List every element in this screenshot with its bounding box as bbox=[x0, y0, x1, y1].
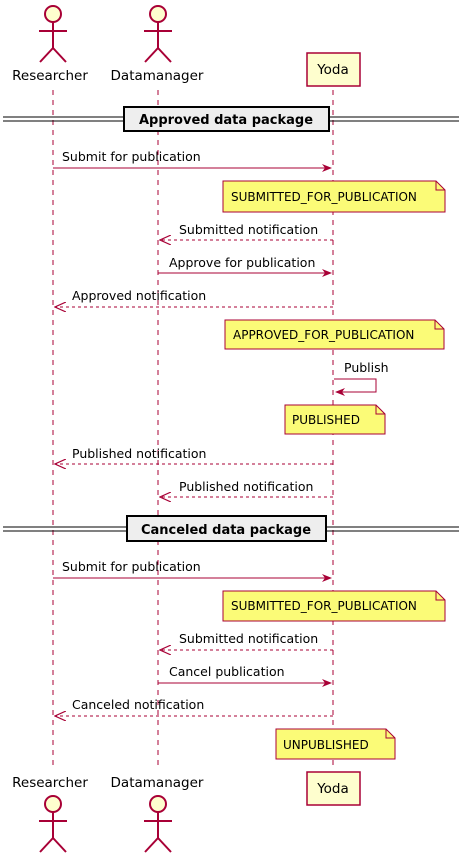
note-submitted-2 bbox=[222, 590, 446, 622]
actor-researcher-top bbox=[39, 5, 67, 63]
message-label-cancel: Cancel publication bbox=[169, 664, 285, 679]
note-submitted-1 bbox=[222, 180, 446, 213]
researcher-label-bottom: Researcher bbox=[12, 775, 88, 791]
researcher-label-top: Researcher bbox=[12, 68, 88, 84]
message-label-published-notification-2: Published notification bbox=[179, 479, 313, 494]
datamanager-label-bottom: Datamanager bbox=[111, 775, 204, 791]
note-text-published: PUBLISHED bbox=[292, 413, 360, 427]
message-label-publish: Publish bbox=[344, 360, 389, 375]
message-label-submitted-notification-2: Submitted notification bbox=[179, 631, 318, 646]
message-arrow-publish bbox=[334, 378, 377, 396]
datamanager-label-top: Datamanager bbox=[111, 68, 204, 84]
yoda-label-bottom: Yoda bbox=[316, 781, 349, 797]
group-title-canceled: Canceled data package bbox=[141, 523, 311, 538]
actor-researcher-bottom bbox=[39, 795, 67, 853]
note-approved bbox=[224, 319, 445, 350]
yoda-label-top: Yoda bbox=[316, 62, 349, 78]
note-published bbox=[284, 404, 386, 435]
message-label-approved-notification: Approved notification bbox=[72, 288, 206, 303]
message-label-submitted-notification-1: Submitted notification bbox=[179, 222, 318, 237]
group-divider-canceled bbox=[3, 515, 459, 542]
message-label-submit-2: Submit for publication bbox=[62, 559, 201, 574]
yoda-box-bottom bbox=[306, 771, 361, 806]
message-label-submit-1: Submit for publication bbox=[62, 149, 201, 164]
message-label-published-notification-1: Published notification bbox=[72, 446, 206, 461]
note-text-approved: APPROVED_FOR_PUBLICATION bbox=[233, 328, 414, 342]
group-divider-approved bbox=[3, 106, 459, 132]
message-label-canceled-notification: Canceled notification bbox=[72, 697, 204, 712]
actor-datamanager-top bbox=[144, 5, 172, 63]
message-label-approve: Approve for publication bbox=[169, 255, 315, 270]
group-title-approved: Approved data package bbox=[139, 113, 313, 128]
yoda-box-top bbox=[306, 52, 361, 87]
note-text-submitted-1: SUBMITTED_FOR_PUBLICATION bbox=[231, 190, 417, 204]
note-text-unpublished: UNPUBLISHED bbox=[283, 738, 369, 752]
note-unpublished bbox=[275, 728, 396, 760]
actor-datamanager-bottom bbox=[144, 795, 172, 853]
note-text-submitted-2: SUBMITTED_FOR_PUBLICATION bbox=[231, 599, 417, 613]
